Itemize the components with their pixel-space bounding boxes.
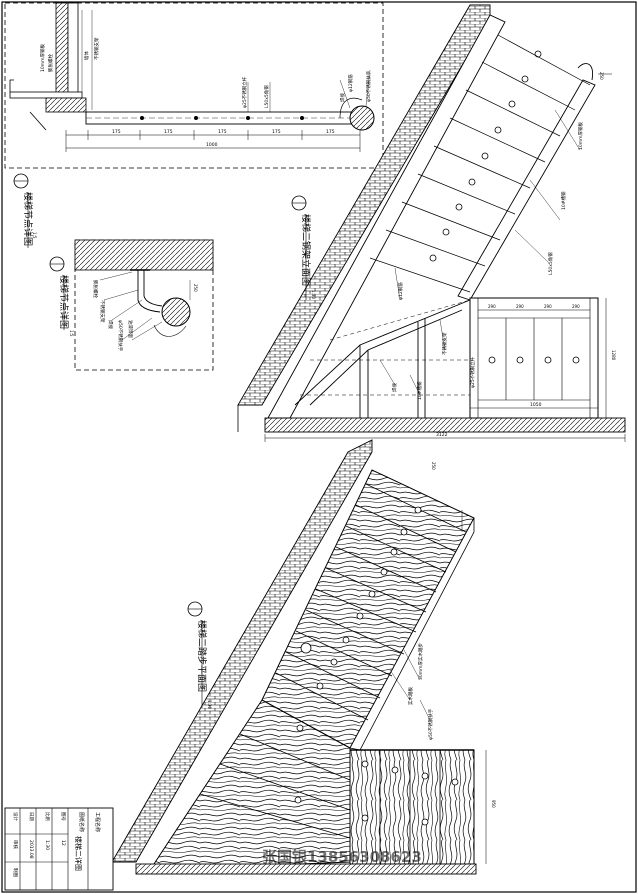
tb-number-value: 12 bbox=[60, 840, 66, 846]
detail1-label-post: φ25不锈钢立杆 bbox=[241, 76, 248, 108]
plan-title: 楼梯二踏步平面图 1:30 bbox=[187, 601, 212, 709]
elev-label-weld: 焊接 bbox=[391, 383, 398, 392]
tb-date-label: 日期 bbox=[28, 812, 34, 821]
tb-date-value: 2013.08 bbox=[28, 840, 34, 859]
detail1-dim-1: 175 bbox=[112, 129, 121, 135]
detail1-label-steel: 10mm厚钢板 bbox=[39, 44, 46, 72]
elev-dim-step-3: 290 bbox=[544, 304, 552, 309]
detail1-dim-4: 175 bbox=[272, 129, 281, 135]
plan-label-rail: φ50不锈钢扶手 bbox=[427, 708, 434, 740]
elev-label-angle: L50x5角钢 bbox=[547, 252, 554, 275]
elev-label-post: φ25不锈钢立杆 bbox=[469, 356, 476, 388]
detail-1-title: 楼梯节点详图 1:5 bbox=[13, 173, 37, 248]
elev-label-bracket: 不锈钢支架 bbox=[441, 332, 448, 355]
steel-frame-elevation: 10mm厚钢板 10#槽钢 L50x5角钢 φ12钢筋 不锈钢支架 焊接 10#… bbox=[237, 4, 626, 442]
elevation-scale: 1:30 bbox=[311, 290, 316, 299]
detail2-label-weld: 焊接 bbox=[107, 320, 114, 329]
title-block: 工程名称 图纸名称 楼梯二详图 图号 12 比例 1:30 日期 2013.08… bbox=[4, 807, 114, 891]
tread-plan: 30mm厚实木踏步 实木踏板 φ50不锈钢扶手 950 250 bbox=[111, 439, 496, 875]
plan-label-tread: 30mm厚实木踏步 bbox=[417, 643, 424, 680]
plan-dim-depth: 950 bbox=[491, 800, 496, 808]
tb-project-label: 工程名称 bbox=[94, 812, 101, 832]
detail2-label-finish: 油漆饰面 bbox=[127, 320, 134, 338]
detail-2-section: 膨胀螺栓 不锈钢支架 焊接 φ50不锈钢扶手 油漆饰面 250 bbox=[74, 239, 214, 371]
elev-dim-total: 3122 bbox=[436, 432, 448, 438]
detail-1-section: 10mm厚钢板 膨胀螺栓 墙体 不锈钢支架 φ25不锈钢立杆 L50x5角钢 焊… bbox=[4, 2, 384, 169]
detail2-label-rail: φ50不锈钢扶手 bbox=[117, 320, 124, 352]
elev-label-channel-2: 10#槽钢 bbox=[416, 381, 423, 400]
elev-label-steel: 10mm厚钢板 bbox=[577, 122, 584, 150]
detail2-scale: 1:5 bbox=[69, 330, 74, 337]
elev-label-channel: 10#槽钢 bbox=[560, 191, 567, 210]
detail1-label-bracket: 不锈钢支架 bbox=[93, 37, 100, 60]
elev-dim-side: 250 bbox=[599, 72, 604, 80]
detail1-label-wall: 墙体 bbox=[83, 51, 90, 60]
elev-dim-step-1: 290 bbox=[488, 304, 496, 309]
detail1-label-rail: φ50不锈钢扶手 bbox=[365, 70, 372, 102]
tb-checker-label: 审核 bbox=[12, 840, 19, 849]
elev-dim-step-2: 290 bbox=[516, 304, 524, 309]
elev-dim-landing: 1050 bbox=[530, 402, 542, 408]
tb-number-label: 图号 bbox=[60, 812, 66, 821]
plan-label-plank: 实木踏板 bbox=[407, 687, 414, 705]
detail1-label-angle: L50x5角钢 bbox=[263, 85, 270, 108]
detail1-dim-2: 175 bbox=[164, 129, 173, 135]
detail-2-title: 楼梯节点详图 1:5 bbox=[49, 256, 74, 337]
tb-scale-label: 比例 bbox=[44, 812, 51, 821]
detail1-dim-3: 175 bbox=[218, 129, 227, 135]
tb-drawing-name: 楼梯二详图 bbox=[74, 836, 83, 871]
elev-dim-step-4: 290 bbox=[572, 304, 580, 309]
plan-dim-top: 250 bbox=[431, 462, 436, 470]
detail2-dim: 250 bbox=[193, 284, 198, 292]
elev-dim-depth: 1280 bbox=[611, 350, 616, 361]
tb-scale-value: 1:30 bbox=[44, 840, 50, 850]
detail1-label-support: φ12钢筋 bbox=[347, 74, 354, 92]
tb-drawing-label: 图纸名称 bbox=[78, 812, 85, 832]
detail1-scale: 1:5 bbox=[32, 232, 37, 239]
tb-designer-label: 设计 bbox=[12, 812, 19, 821]
watermark: 张国银13856308623 bbox=[262, 848, 422, 866]
detail1-dim-5: 175 bbox=[326, 129, 335, 135]
detail1-label-weld: 焊接 bbox=[339, 93, 346, 102]
detail2-label-screw: 膨胀螺栓 bbox=[92, 280, 99, 298]
elevation-title: 楼梯二钢架立面图 1:30 bbox=[291, 195, 316, 300]
detail1-label-screw: 膨胀螺栓 bbox=[47, 54, 54, 72]
tb-drawer-label: 制图 bbox=[12, 868, 19, 877]
detail1-dim-total: 1000 bbox=[206, 142, 218, 148]
detail2-label-bracket: 不锈钢支架 bbox=[99, 300, 106, 323]
plan-scale: 1:30 bbox=[207, 700, 212, 709]
elev-label-support: φ12钢筋 bbox=[397, 282, 404, 300]
